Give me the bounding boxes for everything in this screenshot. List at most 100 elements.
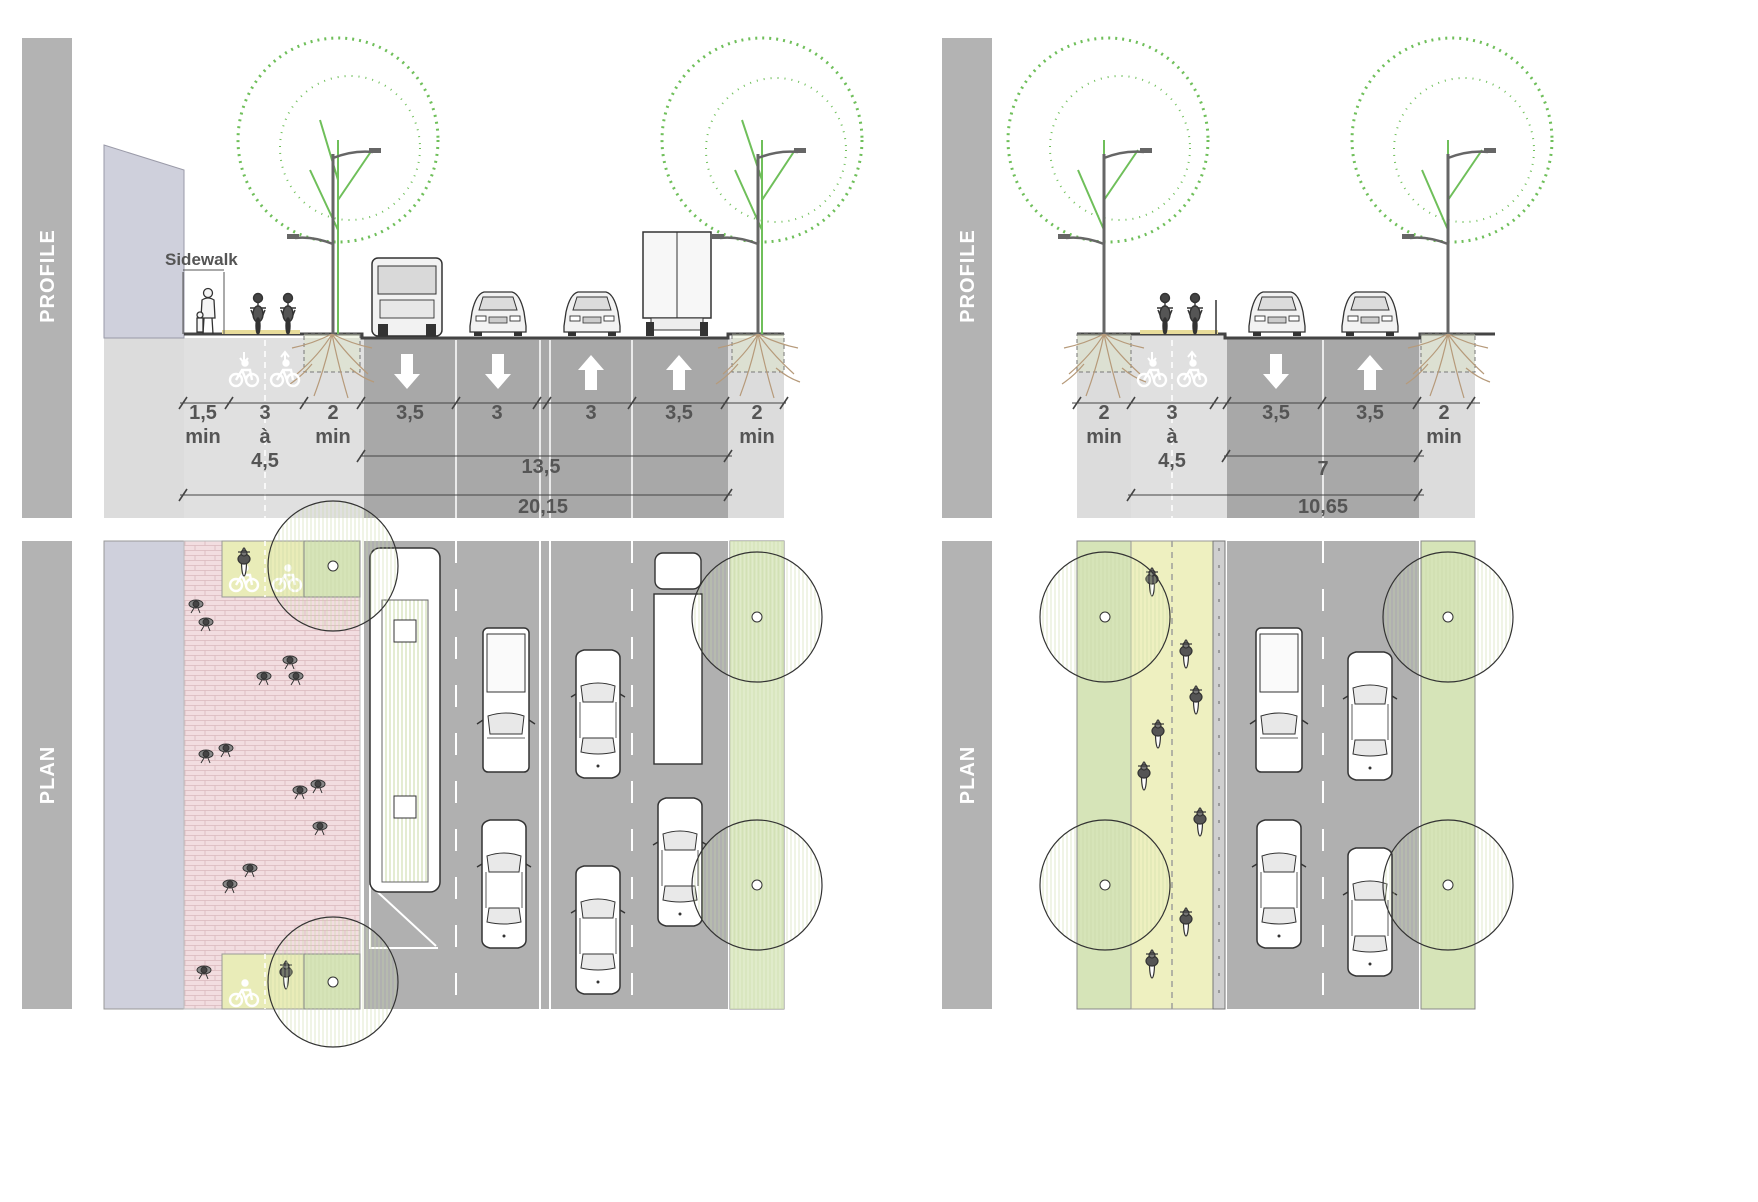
profile-label-right: PROFILE [957, 229, 979, 323]
right-dim-1-bottom: min [1086, 426, 1122, 448]
left-dim-2-extra: 4,5 [251, 450, 279, 472]
right-bike-ground [1131, 334, 1227, 518]
right-dim-4-top: 3,5 [1356, 402, 1384, 424]
tree-plan-2 [267, 916, 399, 1048]
bus-profile [371, 257, 443, 337]
right-tree-plan-3 [1382, 551, 1514, 683]
dimension-lines-right [1072, 396, 1480, 502]
plan-label-right: PLAN [957, 746, 979, 804]
right-planting-ground-right [1419, 334, 1475, 518]
dimension-lines-left [178, 396, 789, 502]
car-plan-1 [570, 649, 626, 779]
right-tree-canopy-left [1006, 36, 1210, 334]
plan-label-left: PLAN [37, 746, 59, 804]
left-dim-2-bottom: à [259, 426, 271, 448]
sidewalk-label: Sidewalk [165, 250, 238, 269]
side-label-bars: PROFILE PLAN PROFILE PLAN [22, 38, 992, 1009]
right-car-profile-1 [1248, 291, 1306, 337]
left-profile: Sidewalk [103, 36, 864, 518]
tree-plan-3 [691, 551, 823, 683]
left-dim-1-bottom: min [185, 426, 221, 448]
tree-plan-1 [267, 500, 399, 632]
left-plan [103, 500, 823, 1048]
pedestrian-profile [196, 287, 216, 335]
building-plan [103, 540, 185, 1010]
left-dim-4-top: 3,5 [396, 402, 424, 424]
left-total: 20,15 [518, 496, 568, 518]
left-dim-5-top: 3 [491, 402, 502, 424]
bike-direction-down [239, 352, 249, 365]
right-cyclist-profile-2 [1186, 292, 1204, 335]
right-bike-lane-surface [1140, 330, 1218, 334]
planting-ground [728, 338, 784, 518]
sidewalk-dimension-marker [182, 269, 225, 334]
right-dim-5-top: 2 [1438, 402, 1449, 424]
tree-pit-right [731, 333, 785, 373]
car-plan-2 [476, 819, 532, 949]
road-surface-line [184, 332, 784, 340]
right-plan [1039, 540, 1514, 1010]
tree-pit-left [303, 333, 361, 373]
truck-profile [642, 231, 712, 336]
profile-bar-left [22, 38, 72, 518]
left-dim-8-bottom: min [739, 426, 775, 448]
right-dim-2-extra: 4,5 [1158, 450, 1186, 472]
tree-canopy-left [236, 36, 440, 334]
right-dim-1-top: 2 [1098, 402, 1109, 424]
profile-bar-right [942, 38, 992, 518]
right-car-profile-2 [1341, 291, 1399, 337]
right-street-lamp-right [1400, 146, 1498, 336]
plan-bar-right [942, 541, 992, 1009]
right-pickup-plan [1249, 627, 1309, 773]
lane-markings-left [369, 541, 633, 1009]
right-cyclist-profile-1 [1156, 292, 1174, 335]
right-car-plan-2 [1251, 819, 1307, 949]
building-ground [104, 338, 184, 518]
bus-plan [369, 547, 441, 893]
right-bike-buffer [1212, 540, 1226, 1010]
right-subtotal: 7 [1317, 458, 1328, 480]
right-dim-2-top: 3 [1166, 402, 1177, 424]
right-profile [1006, 36, 1554, 518]
left-dim-3-bottom: min [315, 426, 351, 448]
building [103, 144, 185, 339]
car-profile-2 [563, 291, 621, 337]
right-dim-3-top: 3,5 [1262, 402, 1290, 424]
street-lamp-right [710, 146, 808, 336]
right-car-plan-1 [1342, 651, 1398, 781]
profile-label-left: PROFILE [37, 229, 59, 323]
street-lamp-left [285, 146, 383, 336]
left-subtotal: 13,5 [522, 456, 561, 478]
car-profile-1 [469, 291, 527, 337]
sidewalk-ground [184, 338, 364, 518]
left-dim-7-top: 3,5 [665, 402, 693, 424]
roadway-ground [364, 338, 728, 518]
right-dim-2-bottom: à [1166, 426, 1178, 448]
left-dim-6-top: 3 [585, 402, 596, 424]
right-total: 10,65 [1298, 496, 1348, 518]
truck-plan [653, 552, 703, 765]
right-dim-5-bottom: min [1426, 426, 1462, 448]
car-plan-3 [570, 865, 626, 995]
left-dim-8-top: 2 [751, 402, 762, 424]
tree-canopy-right [660, 36, 864, 334]
left-profile-dimensions: 1,5 min 3 à 4,5 2 min 3,5 3 3 3,5 2 min … [185, 402, 775, 518]
left-dim-1-top: 1,5 [189, 402, 217, 424]
right-tree-canopy-right [1350, 36, 1554, 334]
right-tree-plan-2 [1039, 819, 1171, 951]
left-dim-2-top: 3 [259, 402, 270, 424]
right-street-lamp-left [1056, 146, 1154, 336]
tree-plan-4 [691, 819, 823, 951]
left-dim-3-top: 2 [327, 402, 338, 424]
plan-bar-left [22, 541, 72, 1009]
right-profile-dimensions: 2 min 3 à 4,5 3,5 3,5 2 min 7 10,65 [1086, 402, 1462, 518]
right-tree-plan-1 [1039, 551, 1171, 683]
pickup-plan-left [476, 627, 536, 773]
right-tree-plan-4 [1382, 819, 1514, 951]
right-planting-ground-left [1077, 334, 1131, 518]
bike-direction-up [280, 350, 290, 363]
bike-lane-surface [222, 330, 300, 334]
cyclist-profile-1 [249, 292, 267, 335]
cyclist-profile-2 [279, 292, 297, 335]
